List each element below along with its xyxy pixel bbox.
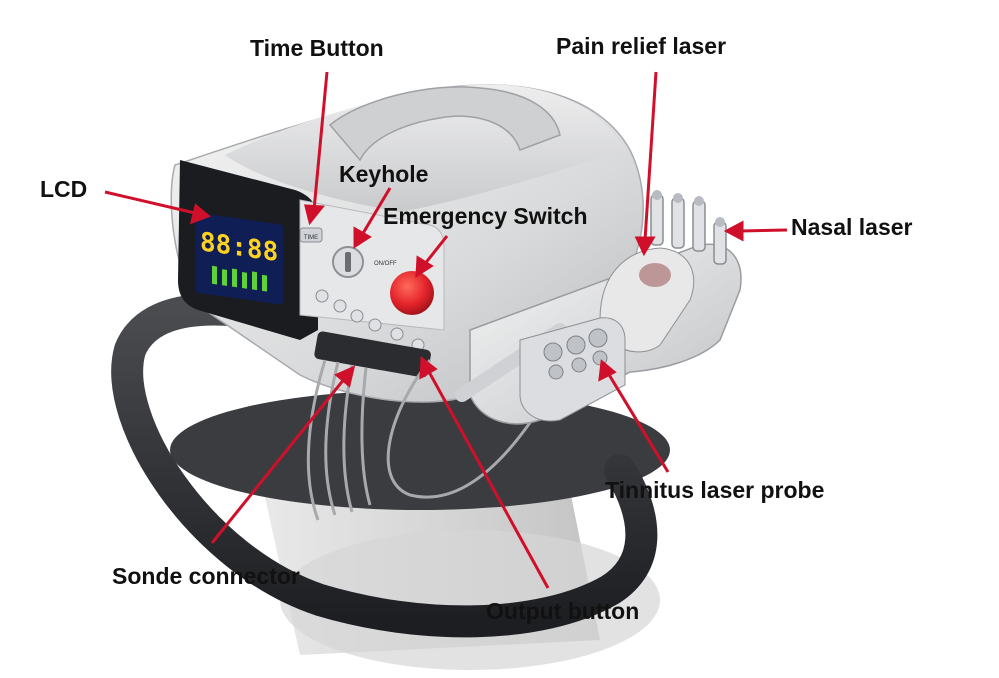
switch-label: ON/OFF	[374, 261, 397, 267]
arrow-emergency	[422, 235, 449, 266]
nasal-prong	[713, 221, 727, 265]
nasal-prong	[671, 197, 685, 249]
nasal-prong	[692, 200, 706, 252]
label-emergency-switch: Emergency Switch	[383, 203, 588, 229]
label-tinnitus-laser-probe: Tinnitus laser probe	[605, 477, 825, 503]
arrow-pain-relief	[643, 71, 658, 241]
arrow-nasal	[739, 228, 788, 233]
output-button[interactable]	[368, 318, 382, 332]
arrow-lcd	[104, 190, 196, 215]
label-nasal-laser: Nasal laser	[791, 214, 913, 240]
callout-arrows	[104, 71, 788, 589]
arrow-sonde	[210, 377, 347, 544]
time-key-text: TIME	[304, 235, 318, 241]
lcd-level-bars	[212, 265, 267, 292]
carry-handle	[111, 293, 658, 638]
label-time-button: Time Button	[250, 35, 384, 61]
output-button[interactable]	[350, 309, 364, 323]
top-grip	[328, 86, 561, 162]
device-shadow	[170, 390, 670, 510]
label-lcd: LCD	[40, 176, 88, 202]
output-button[interactable]	[333, 299, 347, 313]
output-button[interactable]	[315, 289, 329, 303]
stand-foot	[280, 530, 660, 670]
keyhole-slot	[345, 252, 351, 272]
prong-tips	[652, 190, 725, 227]
nasal-laser-prongs	[650, 194, 727, 265]
arrow-time-button	[312, 71, 329, 211]
label-output-button: Output button	[486, 598, 640, 624]
label-keyhole: Keyhole	[339, 161, 429, 187]
arrow-keyhole	[360, 187, 392, 236]
label-sonde-connector: Sonde connector	[112, 563, 300, 589]
output-buttons	[315, 289, 425, 352]
tinnitus-tips	[543, 328, 608, 380]
time-button[interactable]	[299, 227, 323, 243]
connector-strip	[314, 331, 431, 378]
probe-lens	[639, 263, 671, 287]
arrow-output	[426, 369, 550, 589]
label-pain-relief-laser: Pain relief laser	[556, 33, 727, 59]
arrow-tinnitus	[606, 372, 670, 473]
output-button[interactable]	[390, 327, 404, 341]
emergency-switch[interactable]	[390, 271, 434, 315]
